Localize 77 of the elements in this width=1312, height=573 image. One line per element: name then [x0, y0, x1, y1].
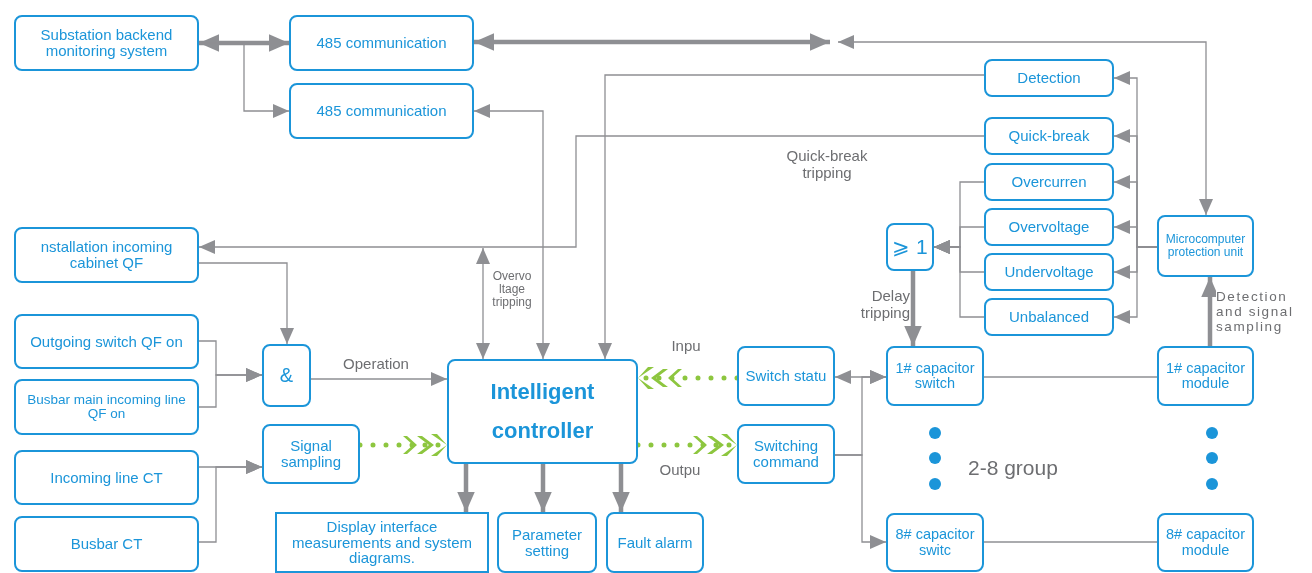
arrow	[476, 247, 490, 360]
arrow	[310, 372, 448, 386]
process-box	[14, 516, 199, 572]
node-label: Unbalanced	[1008, 309, 1090, 325]
process-box	[886, 346, 984, 406]
process-box	[606, 512, 704, 573]
node-label: Undervoltage	[1004, 264, 1094, 280]
process-box	[14, 15, 199, 71]
process-box	[262, 424, 360, 484]
arrow	[198, 135, 985, 254]
process-box	[14, 450, 199, 505]
process-box	[984, 163, 1114, 201]
node-label: Busbar CT	[70, 536, 143, 552]
connector-line	[983, 541, 1158, 543]
node-label: Parameter setting	[511, 526, 583, 559]
node-label: Detection	[1017, 70, 1081, 86]
process-box	[14, 314, 199, 369]
arrow	[457, 464, 475, 512]
process-box	[984, 208, 1114, 246]
node-label: ⩾ 1	[892, 235, 928, 258]
process-box	[737, 424, 835, 484]
node-label: 1# capacitor switch	[894, 360, 976, 392]
process-box	[14, 227, 199, 283]
process-box	[984, 298, 1114, 336]
group-note: 2-8 group	[968, 456, 1058, 480]
process-box	[984, 253, 1114, 291]
node-label: &	[279, 365, 294, 386]
process-box	[886, 513, 984, 572]
node-label: Overcurren	[1011, 174, 1087, 190]
arrow	[837, 35, 1213, 216]
node-label: Fault alarm	[617, 534, 693, 551]
node-label: 1# capacitor module	[1165, 360, 1246, 392]
process-box	[737, 346, 835, 406]
process-box	[1157, 215, 1254, 277]
node-label: Outgoing switch QF on	[30, 333, 183, 350]
arrow	[598, 74, 985, 360]
node-label: Substation backend monitoring system	[39, 27, 174, 59]
process-box	[984, 59, 1114, 97]
node-label: 485 communication	[316, 103, 447, 119]
node-label: Signal sampling	[280, 438, 342, 470]
arrow	[198, 262, 294, 345]
process-box	[886, 223, 934, 271]
node-label: 485 communication	[316, 35, 447, 51]
node-label: 8# capacitor module	[1165, 527, 1246, 558]
node-label: 8# capacitor switc	[894, 527, 976, 558]
node-label: nstallation incoming cabinet QF	[39, 239, 174, 271]
arrow	[834, 454, 887, 549]
arrow	[199, 34, 289, 52]
process-box	[275, 512, 489, 573]
arrow	[198, 460, 263, 543]
arrow	[612, 464, 630, 512]
node-label: Busbar main incoming line QF on	[26, 392, 187, 422]
process-box	[497, 512, 597, 573]
process-box	[447, 359, 638, 464]
arrow	[933, 240, 985, 318]
node-label: Incoming line CT	[50, 469, 163, 486]
node-label: Display interface measurements and system diagrams.	[290, 518, 474, 567]
arrow	[473, 104, 550, 360]
node-label: Switch statu	[745, 368, 827, 384]
process-box	[1157, 346, 1254, 406]
process-box	[1157, 513, 1254, 572]
node-label: Intelligent controller	[489, 378, 596, 445]
arrow	[1201, 277, 1219, 346]
arrow	[904, 271, 922, 346]
process-box	[262, 344, 311, 407]
node-label: Microcomputer protection unit	[1164, 233, 1247, 259]
process-box	[289, 15, 474, 71]
connector-line	[983, 376, 1158, 378]
process-box	[984, 117, 1114, 155]
node-label: Overvoltage	[1008, 219, 1090, 235]
node-label: Quick-break	[1008, 128, 1090, 144]
arrow	[198, 368, 263, 408]
process-box	[14, 379, 199, 435]
node-label: Switching command	[752, 438, 820, 470]
arrow	[534, 464, 552, 512]
arrow	[474, 33, 830, 51]
process-box	[289, 83, 474, 139]
